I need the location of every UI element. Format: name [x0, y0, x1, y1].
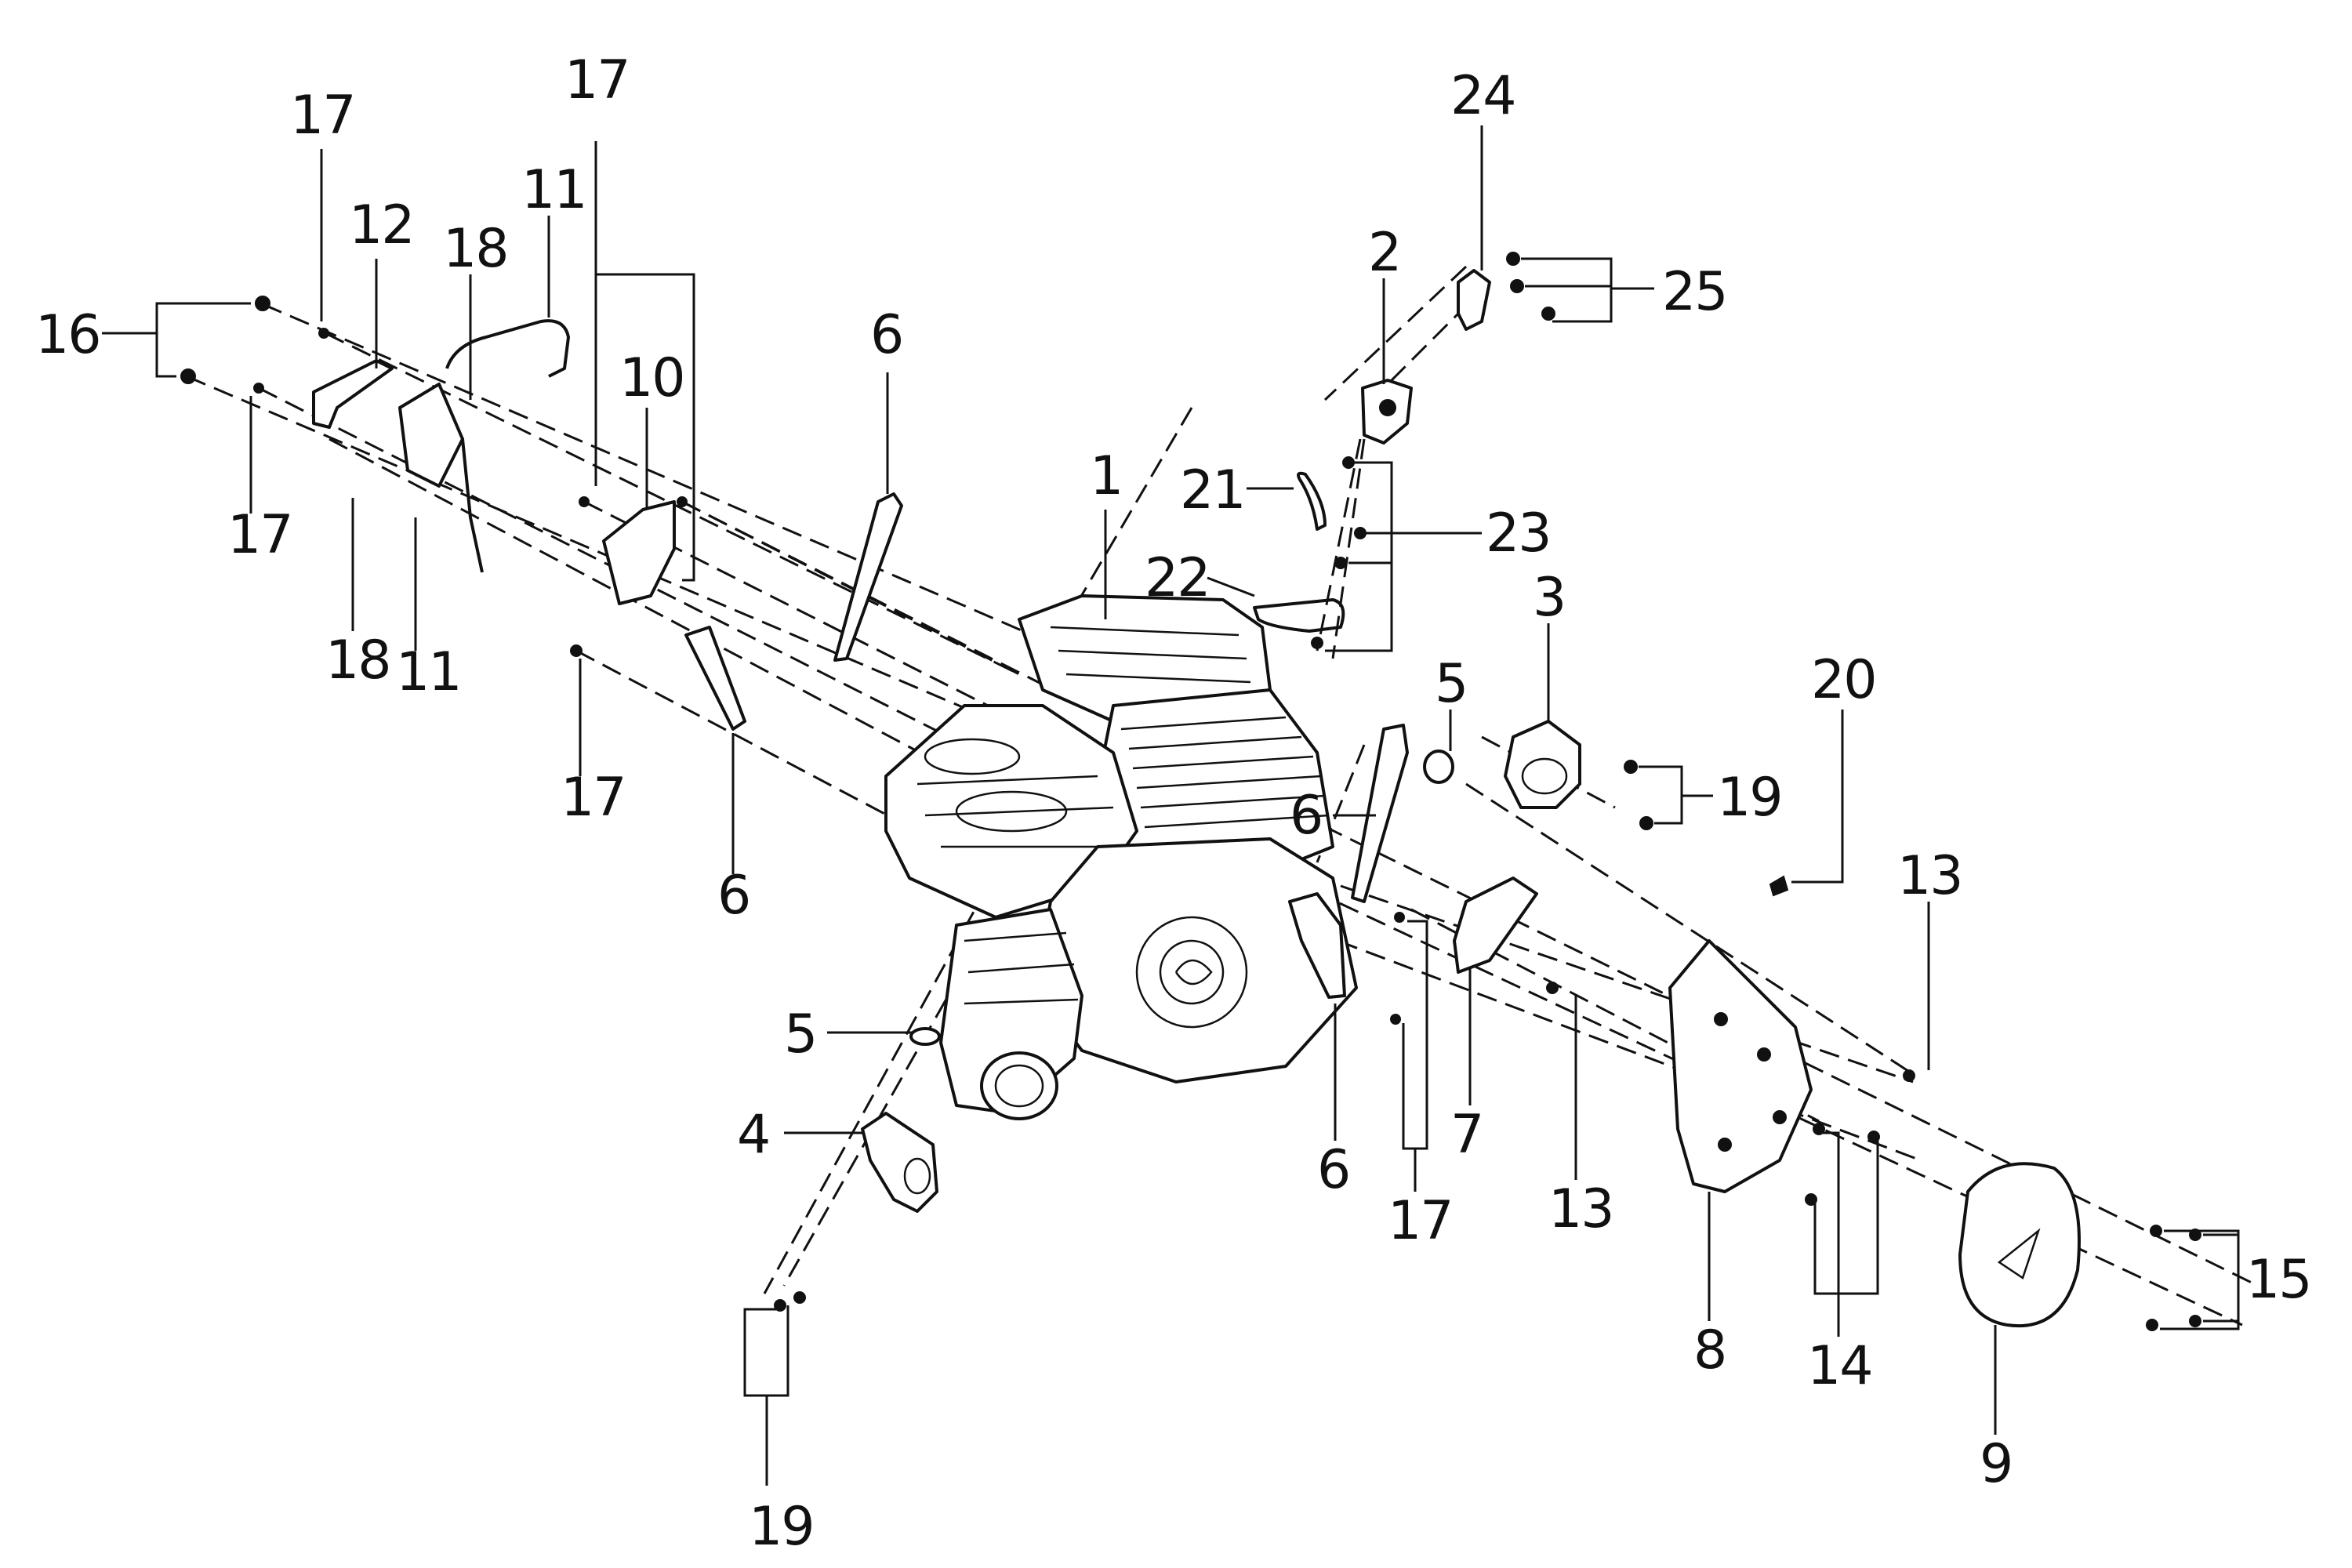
callout-17: 17 — [561, 767, 626, 829]
callout-13: 13 — [1897, 845, 1962, 907]
callout-18: 18 — [325, 630, 390, 691]
callout-12: 12 — [349, 194, 414, 256]
callout-11: 11 — [521, 159, 586, 221]
callout-22: 22 — [1145, 547, 1210, 609]
part-23-clamps — [1311, 456, 1367, 649]
callout-21: 21 — [1180, 459, 1245, 521]
callout-5: 5 — [1435, 653, 1467, 715]
part-10-bracket — [602, 500, 676, 605]
part-6-arm-right — [1351, 724, 1409, 903]
callout-17: 17 — [564, 49, 630, 111]
callout-3: 3 — [1533, 567, 1565, 629]
part-20-plug — [1769, 875, 1789, 897]
part-17-screws — [253, 328, 1405, 1025]
callout-7: 7 — [1450, 1104, 1483, 1166]
part-24-bracket — [1457, 269, 1491, 331]
part-22-hose — [1253, 598, 1345, 633]
callout-5: 5 — [784, 1004, 816, 1065]
callout-10: 10 — [619, 347, 684, 409]
callout-19: 19 — [749, 1496, 814, 1558]
part-21-hose — [1297, 471, 1327, 531]
part-14-screws — [1805, 1123, 1880, 1206]
part-6-strip-top — [833, 492, 903, 662]
leader-lines — [102, 125, 2240, 1486]
part-18-bracket — [398, 383, 464, 488]
callout-4: 4 — [737, 1104, 769, 1166]
part-15-screws — [2146, 1225, 2201, 1331]
callout-16: 16 — [35, 304, 100, 366]
callout-19: 19 — [1717, 767, 1782, 829]
part-9-round-cover — [1958, 1162, 2081, 1328]
callout-11: 11 — [396, 641, 461, 703]
part-4-manifold — [861, 1112, 938, 1213]
callout-17: 17 — [1388, 1190, 1453, 1252]
callout-14: 14 — [1807, 1335, 1872, 1397]
callout-17: 17 — [227, 504, 292, 566]
part-5-oring-lower — [909, 1027, 941, 1046]
callout-6: 6 — [1290, 785, 1322, 847]
callout-9: 9 — [1980, 1433, 2012, 1495]
part-6-arm-lower — [1288, 892, 1346, 999]
engine-assembly — [884, 594, 1358, 1120]
callout-6: 6 — [1317, 1139, 1349, 1201]
part-3-housing — [1504, 720, 1581, 809]
callout-6: 6 — [717, 865, 750, 927]
part-5-oring-upper — [1423, 750, 1454, 784]
callout-15: 15 — [2246, 1249, 2311, 1311]
callout-8: 8 — [1693, 1319, 1726, 1381]
part-19-bolts-right — [1624, 760, 1653, 830]
part-2-fitting — [1361, 379, 1413, 445]
part-19-bolts-lower — [774, 1291, 806, 1312]
part-25-bolts — [1506, 252, 1555, 321]
callout-labels: 16 17 12 18 11 17 10 6 1 2 24 25 21 22 2… — [35, 49, 2313, 1558]
part-12-bracket — [312, 359, 394, 429]
part-7-cover — [1453, 877, 1538, 974]
callout-13: 13 — [1548, 1178, 1613, 1240]
callout-23: 23 — [1486, 503, 1551, 564]
callout-18: 18 — [443, 218, 508, 280]
callout-17: 17 — [290, 85, 355, 147]
callout-1: 1 — [1090, 445, 1122, 507]
part-6-arm-left — [684, 626, 746, 731]
callout-2: 2 — [1368, 222, 1400, 284]
callout-20: 20 — [1811, 649, 1876, 711]
callout-6: 6 — [870, 304, 902, 366]
callout-25: 25 — [1662, 261, 1727, 323]
callout-24: 24 — [1450, 65, 1515, 127]
part-16-bolts — [180, 296, 270, 384]
part-8-side-cover — [1668, 939, 1813, 1193]
part-13-screws — [1546, 982, 1915, 1082]
